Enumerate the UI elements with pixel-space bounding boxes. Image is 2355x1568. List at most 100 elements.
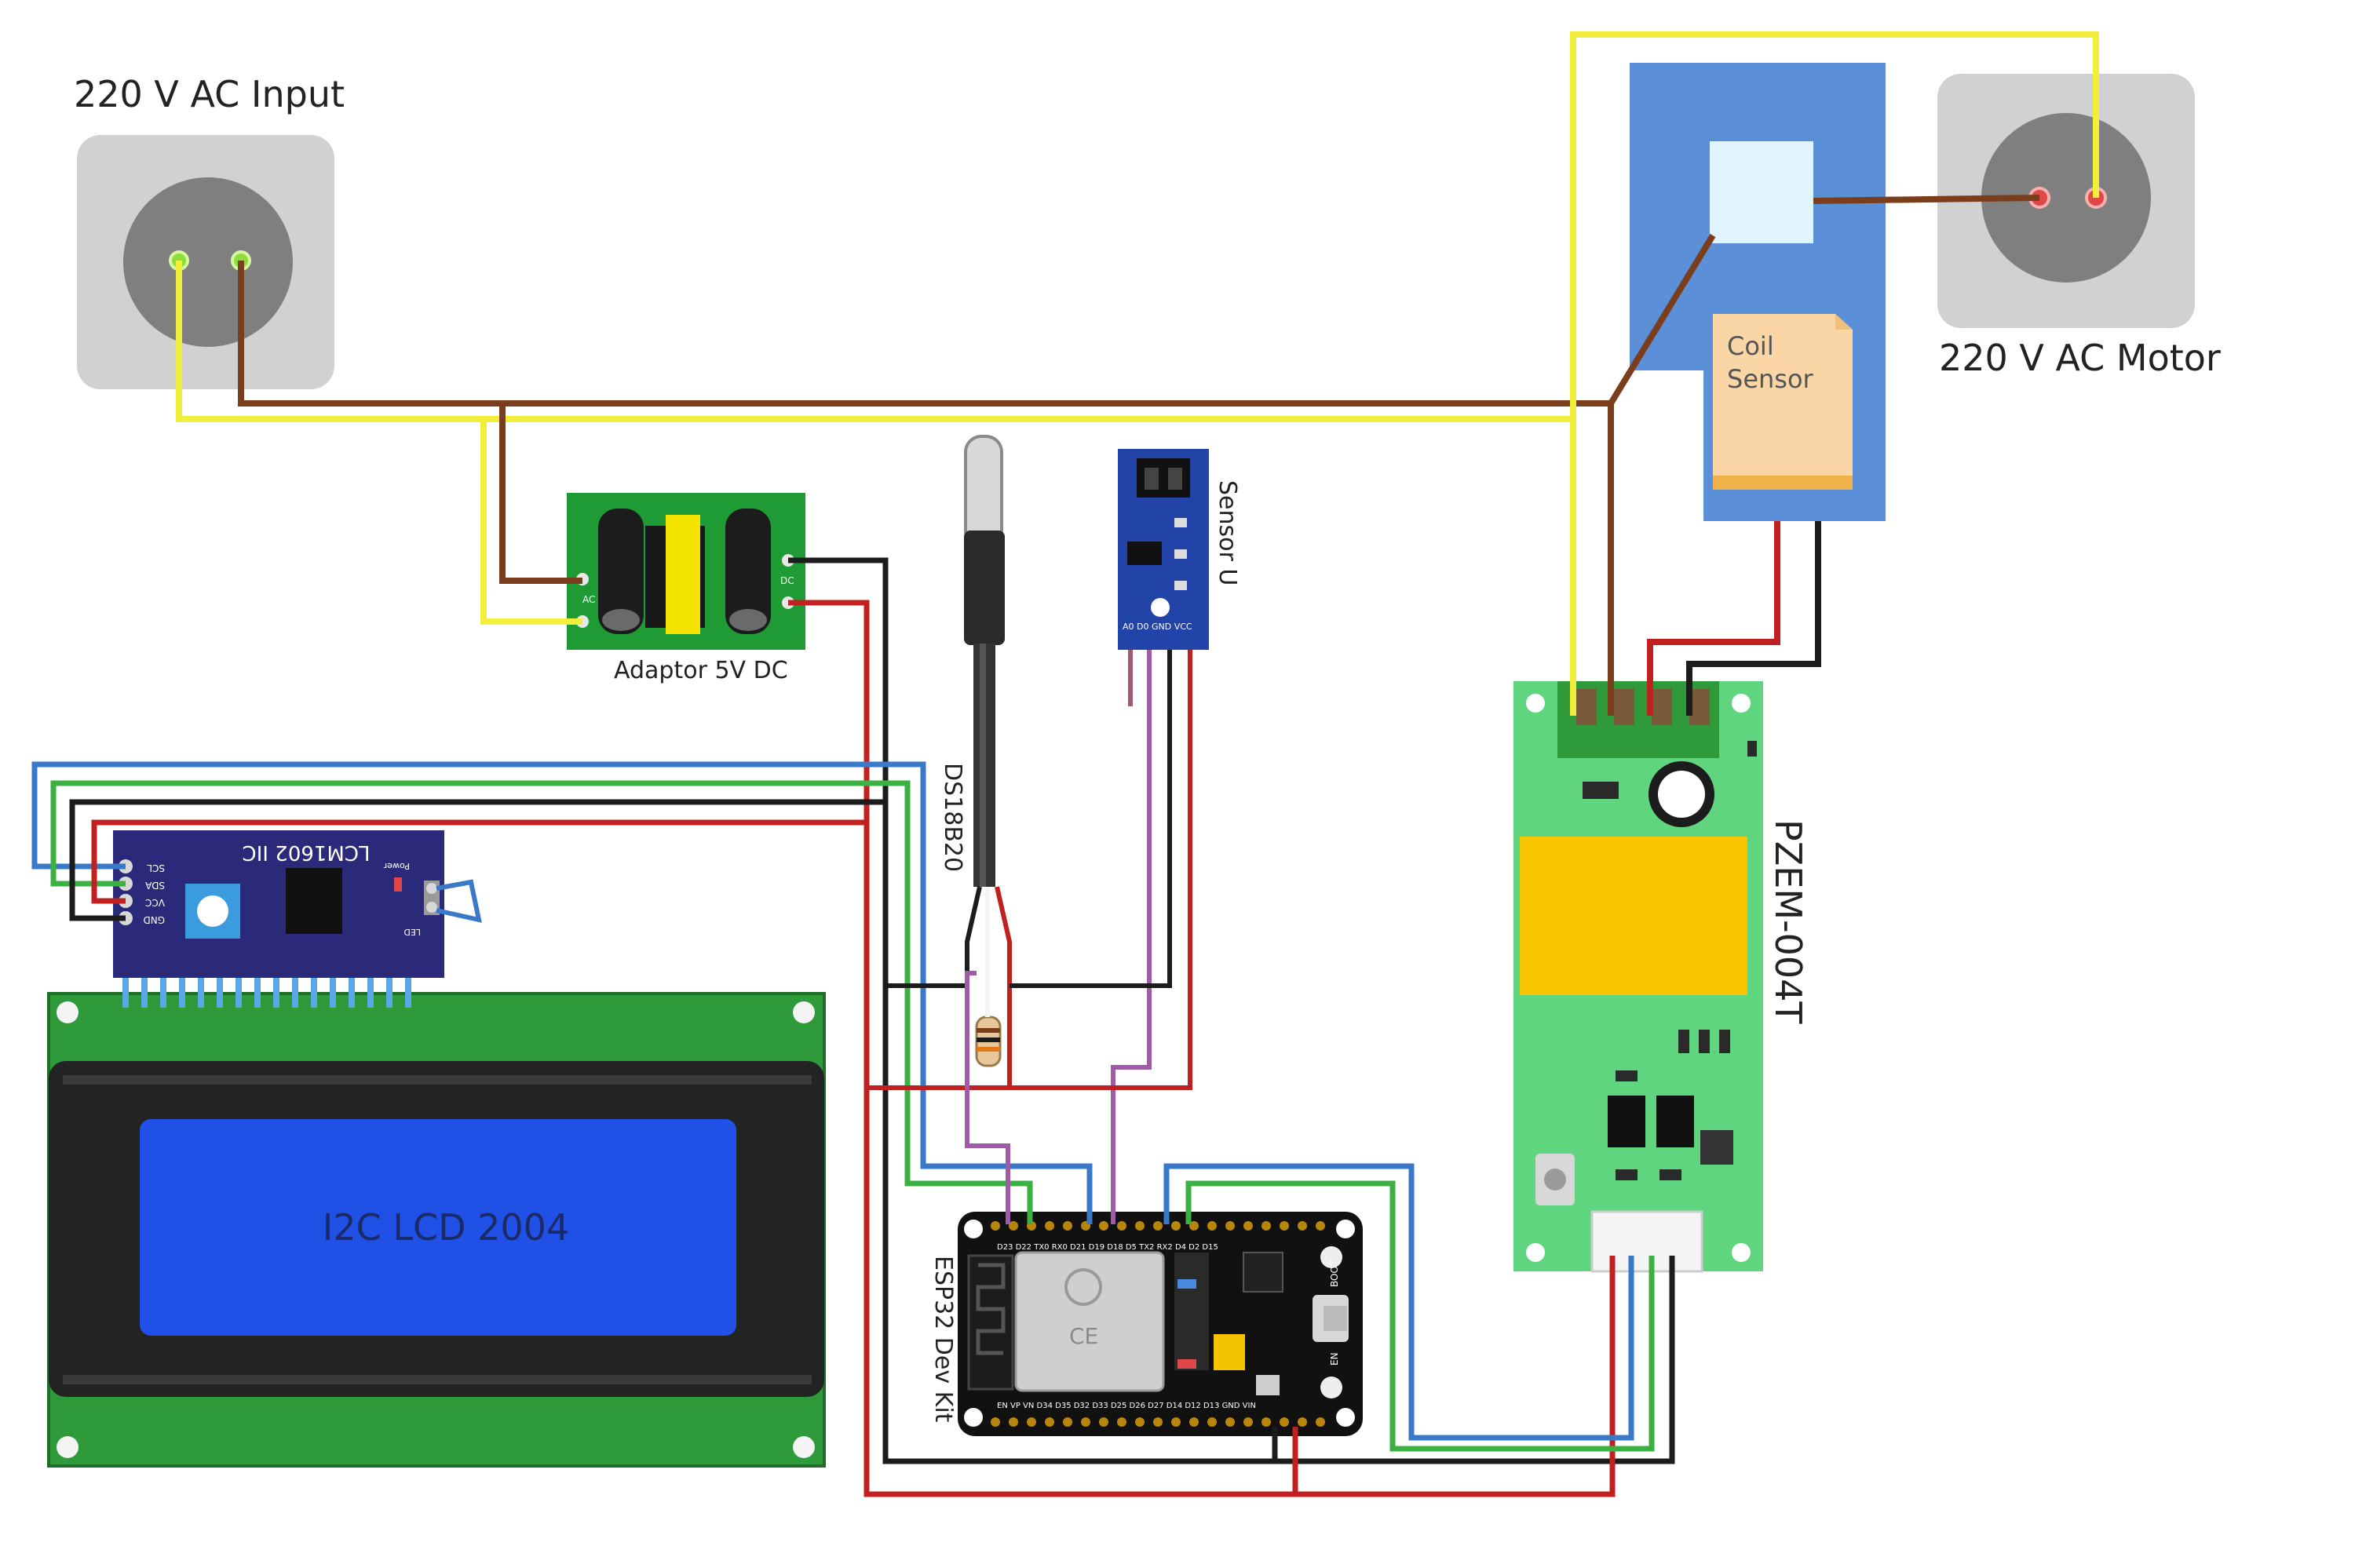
esp32-header-pin — [1280, 1221, 1289, 1231]
esp32-header-pin — [1207, 1221, 1217, 1231]
sensor-u-label: Sensor U — [1214, 480, 1241, 585]
lcd-header-pin — [160, 962, 166, 1008]
lcd-header-pin — [273, 962, 279, 1008]
wire-lcd-vcc-red — [91, 819, 867, 904]
lcm-pin-label-scl: SCL — [147, 862, 165, 873]
wire-ds-red — [867, 886, 1012, 1090]
esp32-header-pin — [1189, 1417, 1199, 1427]
esp32-header-pin — [1280, 1417, 1289, 1427]
lcm-power-label: Power — [383, 861, 410, 871]
lcd-header-pin — [236, 962, 242, 1008]
esp32-header-pin — [1171, 1221, 1181, 1231]
ds18b20-probe — [964, 435, 1005, 887]
wire-relay-motor-brown — [1813, 195, 2040, 204]
relay-module — [1630, 63, 1886, 521]
wire-lcd-sda-green — [50, 780, 1033, 1224]
esp32-header-pin — [1117, 1221, 1126, 1231]
adaptor-ac-label: AC — [582, 594, 595, 605]
esp32-header-pin — [1153, 1417, 1163, 1427]
wire-pzem-tx-blue — [1163, 1163, 1634, 1441]
esp32-header-pin — [1261, 1221, 1271, 1231]
esp32-en-label: EN — [1329, 1352, 1340, 1366]
esp32-header-pin — [1298, 1417, 1307, 1427]
esp32-header-pin — [1207, 1417, 1217, 1427]
wire-coil-black — [1686, 521, 1821, 716]
esp32-boot-label: BOOT — [1329, 1260, 1340, 1287]
adaptor-dc-label: DC — [780, 575, 794, 586]
adaptor-label: Adaptor 5V DC — [614, 657, 788, 684]
lcd-header-pin — [311, 962, 317, 1008]
lcd-header-pin — [330, 962, 336, 1008]
wire-adaptor-brown — [499, 403, 582, 584]
lcd-header-pin — [292, 962, 298, 1008]
esp32-header-pin — [1135, 1221, 1145, 1231]
sensor-u-pin-labels: A0 D0 GND VCC — [1123, 622, 1192, 632]
ac-motor-label: 220 V AC Motor — [1939, 337, 2221, 379]
esp32-header-pin — [1243, 1417, 1253, 1427]
lcd-header-pin — [254, 962, 261, 1008]
pzem-label: PZEM-004T — [1767, 819, 1809, 1024]
esp32-header-pin — [1117, 1417, 1126, 1427]
esp32-header-pin — [1045, 1417, 1054, 1427]
esp32-header-pin — [1298, 1221, 1307, 1231]
coil-sensor-label-1: Coil — [1727, 331, 1774, 361]
pzem-004t-module — [1513, 681, 1763, 1273]
wires — [31, 31, 2099, 1497]
coil-sensor-label-2: Sensor — [1727, 364, 1814, 394]
lcd-header-pin — [386, 962, 392, 1008]
esp32-header-pin — [1261, 1417, 1271, 1427]
wire-dc-black — [788, 557, 1675, 1464]
ac-motor-socket — [1937, 74, 2195, 328]
esp32-en-button — [1320, 1377, 1342, 1398]
lcd-header-pin — [198, 962, 204, 1008]
esp32-header-pin — [1099, 1417, 1108, 1427]
wire-pzem-rx-green — [1185, 1180, 1655, 1452]
lcd-header-pin — [179, 962, 185, 1008]
esp32-header-pin — [1316, 1417, 1325, 1427]
esp32-header-pin — [1189, 1221, 1199, 1231]
lcm-title: LCM1602 IIC — [243, 841, 371, 864]
wire-su-gnd-black — [1010, 650, 1172, 988]
lcm-pin-label-gnd: GND — [143, 914, 165, 925]
esp32-header-pin — [1153, 1221, 1163, 1231]
esp32-header-pin — [1225, 1221, 1235, 1231]
esp32-top-pin-labels: D23 D22 TX0 RX0 D21 D19 D18 D5 TX2 RX2 D… — [997, 1243, 1218, 1252]
esp32-header-pin — [991, 1221, 1000, 1231]
esp32-header-pin — [991, 1417, 1000, 1427]
lcd-header-pin — [217, 962, 223, 1008]
wire-su-vcc-red — [1010, 650, 1192, 1090]
lcm-pin-label-sda: SDA — [144, 880, 165, 891]
esp32-ce-mark: CE — [1069, 1323, 1098, 1349]
esp32-bottom-pin-labels: EN VP VN D34 D35 D32 D33 D25 D26 D27 D14… — [997, 1402, 1256, 1410]
lcm-pin-label-vcc: VCC — [145, 897, 165, 908]
esp32-header-pin — [1063, 1221, 1072, 1231]
esp32-header-pin — [1027, 1417, 1036, 1427]
wire-su-d0-purple — [1111, 650, 1152, 1224]
relay-contact — [1710, 141, 1813, 243]
esp32-header-pin — [1171, 1417, 1181, 1427]
lcd-label: I2C LCD 2004 — [323, 1206, 569, 1249]
pullup-resistor — [975, 1016, 1002, 1067]
ac-input-socket — [77, 135, 334, 389]
esp32-header-pin — [1009, 1417, 1018, 1427]
wire-ds-purple — [965, 971, 1010, 1224]
esp32-header-pin — [1099, 1221, 1108, 1231]
lcd-header-pins — [122, 962, 411, 1008]
wire-adaptor-yellow — [480, 419, 582, 625]
ds18b20-label: DS18B20 — [939, 763, 966, 872]
esp32-header-pin — [1063, 1417, 1072, 1427]
wire-lcd-scl-blue — [31, 761, 1093, 1224]
lcd-header-pin — [349, 962, 355, 1008]
esp32-header-pin — [1243, 1221, 1253, 1231]
coil-sensor — [1713, 314, 1853, 490]
wire-mains-yellow — [176, 261, 1576, 716]
lcd-header-pin — [122, 962, 129, 1008]
esp32-shield-can — [1014, 1251, 1165, 1392]
esp32-header-pin — [1009, 1221, 1018, 1231]
wire-lcd-gnd-black — [69, 799, 885, 921]
ac-input-label: 220 V AC Input — [74, 73, 345, 115]
sensor-u-module: A0 D0 GND VCC — [1118, 449, 1209, 650]
wire-coil-red — [1647, 521, 1780, 716]
lcm1602-iic-backpack: LCM1602 IIC GND VCC SDA SCL Power LED — [113, 830, 444, 978]
